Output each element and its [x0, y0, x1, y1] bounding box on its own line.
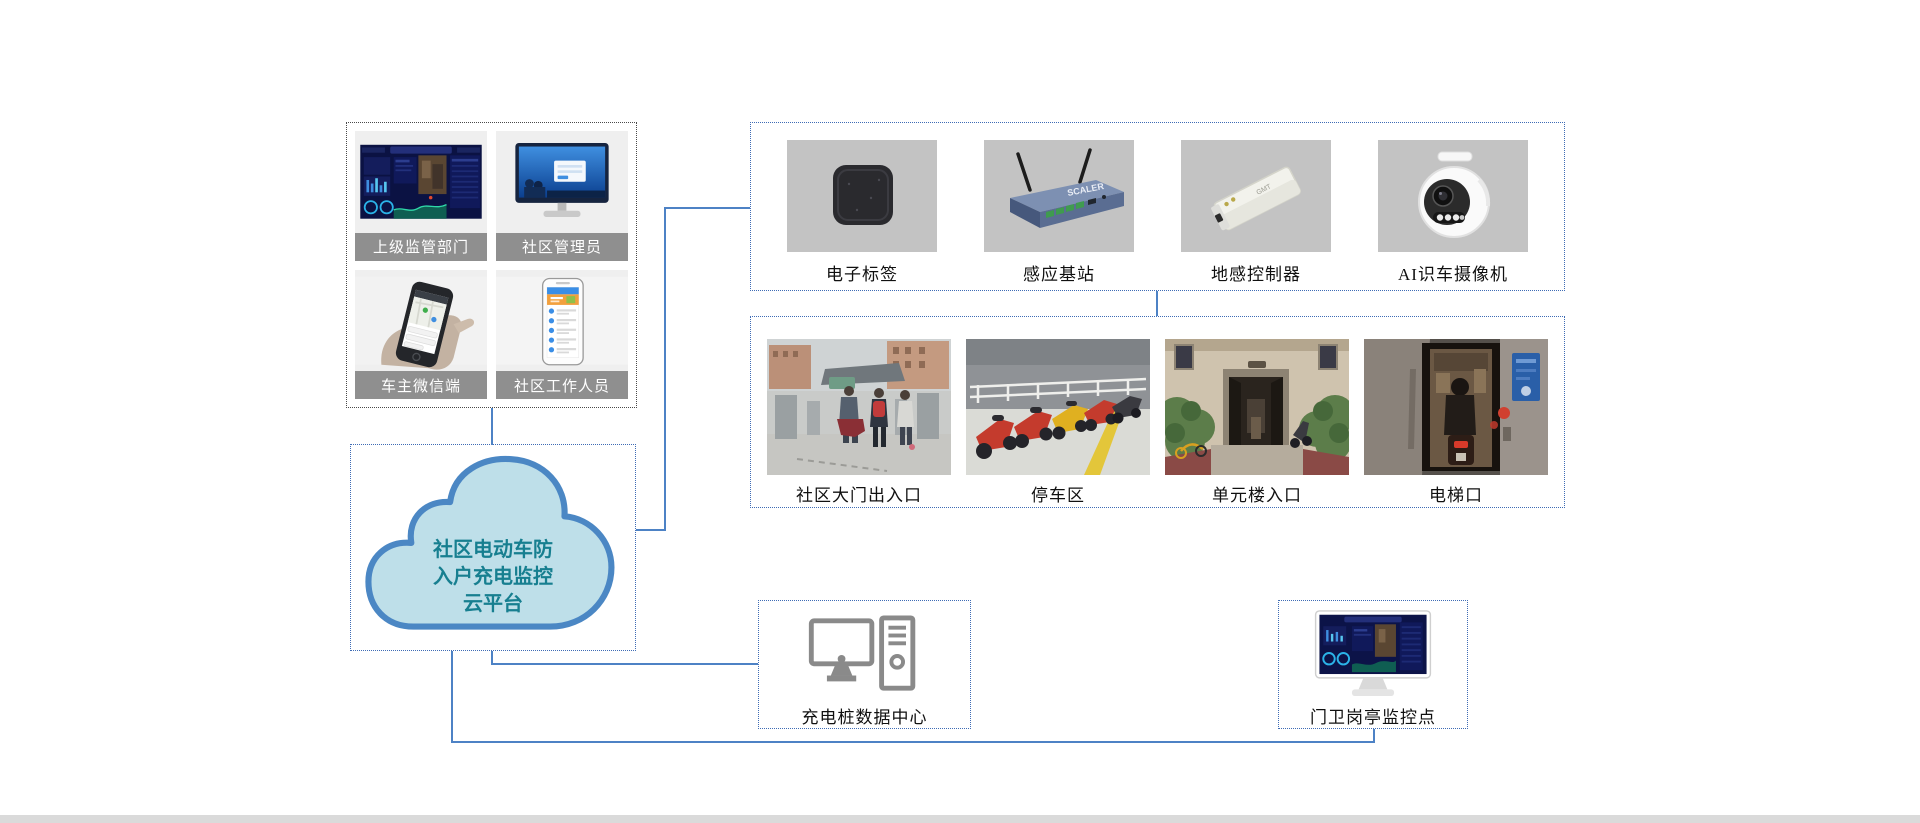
guard-monitor-icon [1314, 610, 1432, 697]
cloud-icon [365, 455, 615, 630]
guard-station-panel: 门卫岗亭监控点 [1278, 600, 1468, 729]
computer-icon [808, 615, 915, 691]
location-label: 电梯口 [1429, 486, 1483, 505]
connector-cloud-to-guard-vertical-left [451, 651, 453, 743]
device-tile-base-station: SCALER 感应基站 [984, 140, 1134, 290]
phone-hand-illustration [355, 276, 487, 370]
cloud-label-line: 云平台 [463, 593, 523, 615]
community-gate-photo [767, 339, 951, 475]
cloud-label-line: 社区电动车防 [433, 539, 553, 561]
community-gate-image [767, 339, 951, 475]
ai-camera-illustration [1378, 140, 1528, 252]
cloud-shape: 社区电动车防 入户充电监控 云平台 [359, 451, 627, 645]
supervision-dashboard-image [355, 131, 487, 233]
electronic-tag-illustration [787, 140, 937, 252]
parking-area-image [966, 339, 1150, 475]
desktop-monitor-image [496, 131, 628, 233]
phone-app-image [496, 269, 628, 371]
ai-camera-image [1378, 140, 1528, 252]
devices-panel: 电子标签 SCALER [750, 122, 1565, 291]
connector-cloud-to-datacenter-vertical [491, 651, 493, 665]
location-tile-elevator: 电梯口 [1364, 339, 1548, 507]
device-label: 感应基站 [1023, 265, 1095, 284]
connector-cloud-to-guard-vertical-right [1373, 729, 1375, 743]
device-tile-tag: 电子标签 [787, 140, 937, 290]
data-center-label: 充电桩数据中心 [801, 708, 928, 727]
location-label: 停车区 [1031, 486, 1085, 505]
user-tile-label: 社区管理员 [496, 232, 628, 261]
user-tile-staff: 社区工作人员 [496, 269, 628, 399]
phone-in-hand-image [355, 269, 487, 371]
connector-cloud-to-datacenter-horizontal [491, 663, 758, 665]
location-tile-unit-entrance: 单元楼入口 [1165, 339, 1349, 507]
connector-cloud-to-guard-horizontal [451, 741, 1375, 743]
user-tile-admin: 社区管理员 [496, 131, 628, 261]
location-label: 社区大门出入口 [796, 486, 922, 505]
cloud-platform-label: 社区电动车防 入户充电监控 云平台 [359, 537, 627, 618]
connector-cloud-to-devices-horizontal-top [664, 207, 750, 209]
elevator-entrance-photo [1364, 339, 1548, 475]
device-tile-ground-controller: GMT 地感控制器 [1181, 140, 1331, 290]
phone-app-illustration [496, 276, 628, 365]
unit-entrance-photo [1165, 339, 1349, 475]
elevator-entrance-image [1364, 339, 1548, 475]
parking-area-photo [966, 339, 1150, 475]
monitor-illustration [515, 143, 609, 217]
base-station-illustration: SCALER [984, 140, 1134, 252]
device-label: 地感控制器 [1211, 265, 1301, 284]
bottom-edge-strip [0, 815, 1920, 823]
location-tile-parking: 停车区 [966, 339, 1150, 507]
user-tile-label: 车主微信端 [355, 371, 487, 399]
ground-controller-image: GMT [1181, 140, 1331, 252]
user-tile-supervision: 上级监管部门 [355, 131, 487, 261]
connector-cloud-to-devices-horizontal-bottom [636, 529, 666, 531]
user-tile-label: 上级监管部门 [355, 232, 487, 261]
guard-station-label: 门卫岗亭监控点 [1310, 708, 1436, 727]
device-label: AI识车摄像机 [1398, 265, 1508, 284]
device-label: 电子标签 [826, 265, 898, 284]
unit-entrance-image [1165, 339, 1349, 475]
cloud-panel: 社区电动车防 入户充电监控 云平台 [350, 444, 636, 651]
base-station-image: SCALER [984, 140, 1134, 252]
connector-cloud-to-devices-vertical [664, 207, 666, 531]
location-label: 单元楼入口 [1212, 486, 1302, 505]
location-tile-gate: 社区大门出入口 [767, 339, 951, 507]
ground-controller-illustration: GMT [1181, 140, 1331, 252]
locations-panel: 社区大门出入口 [750, 316, 1565, 508]
data-center-panel: 充电桩数据中心 [758, 600, 971, 729]
connector-users-to-cloud [491, 408, 493, 445]
dashboard-illustration [360, 144, 482, 219]
electronic-tag-image [787, 140, 937, 252]
connector-devices-to-locations [1156, 291, 1158, 316]
user-tile-label: 社区工作人员 [496, 371, 628, 399]
user-tile-owner-wechat: 车主微信端 [355, 269, 487, 399]
users-panel: 上级监管部门 [346, 122, 637, 408]
device-tile-ai-camera: AI识车摄像机 [1378, 140, 1528, 290]
cloud-label-line: 入户充电监控 [433, 566, 553, 588]
